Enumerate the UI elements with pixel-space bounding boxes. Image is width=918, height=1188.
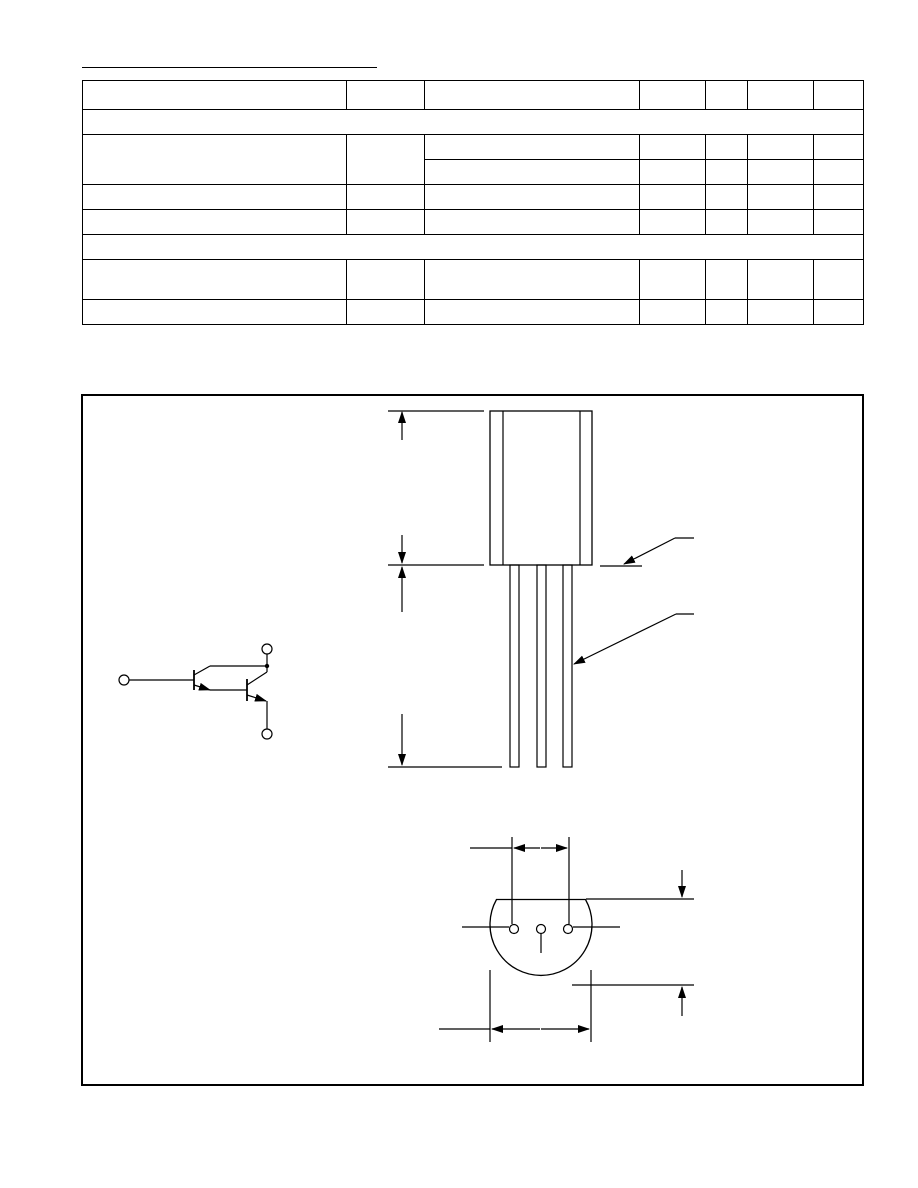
table-cell <box>813 209 864 235</box>
table-row <box>82 184 864 210</box>
body-height-dimension <box>388 410 484 566</box>
table-cell <box>813 299 864 325</box>
junction-dot <box>264 663 270 669</box>
header-cell <box>813 80 864 110</box>
package-bottom-view <box>462 898 620 977</box>
table-cell <box>639 259 706 300</box>
min-cell <box>639 134 706 160</box>
table-cell <box>813 259 864 300</box>
table-row <box>82 209 864 235</box>
table-cell <box>705 184 748 210</box>
table-section-row <box>82 109 864 135</box>
parameter-cell <box>82 134 347 185</box>
table-cell <box>813 184 864 210</box>
table-row <box>82 299 864 325</box>
table-cell <box>82 299 347 325</box>
lead-leader <box>573 613 694 665</box>
table-cell <box>639 209 706 235</box>
table-cell <box>346 259 425 300</box>
typ-cell <box>705 134 748 160</box>
table-row <box>82 134 864 185</box>
table-cell <box>82 209 347 235</box>
package-body-side-view <box>489 410 593 566</box>
section-cell <box>82 109 864 135</box>
lead-spacing-dimension <box>470 837 570 924</box>
table-cell <box>424 184 640 210</box>
table-cell <box>747 209 814 235</box>
table-cell <box>705 299 748 325</box>
package-leads <box>509 564 573 768</box>
package-outline-frame <box>81 394 864 1086</box>
table-cell <box>705 209 748 235</box>
body-diameter-dimension <box>439 970 592 1042</box>
table-cell <box>747 299 814 325</box>
seating-plane-leader <box>623 537 694 565</box>
flat-height-dimension <box>572 870 694 1016</box>
darlington-schematic <box>118 643 273 740</box>
table-cell <box>424 299 640 325</box>
lead-length-dimension <box>388 565 642 768</box>
table-cell <box>346 299 425 325</box>
spec-table <box>82 80 864 325</box>
heading-rule <box>82 67 377 68</box>
